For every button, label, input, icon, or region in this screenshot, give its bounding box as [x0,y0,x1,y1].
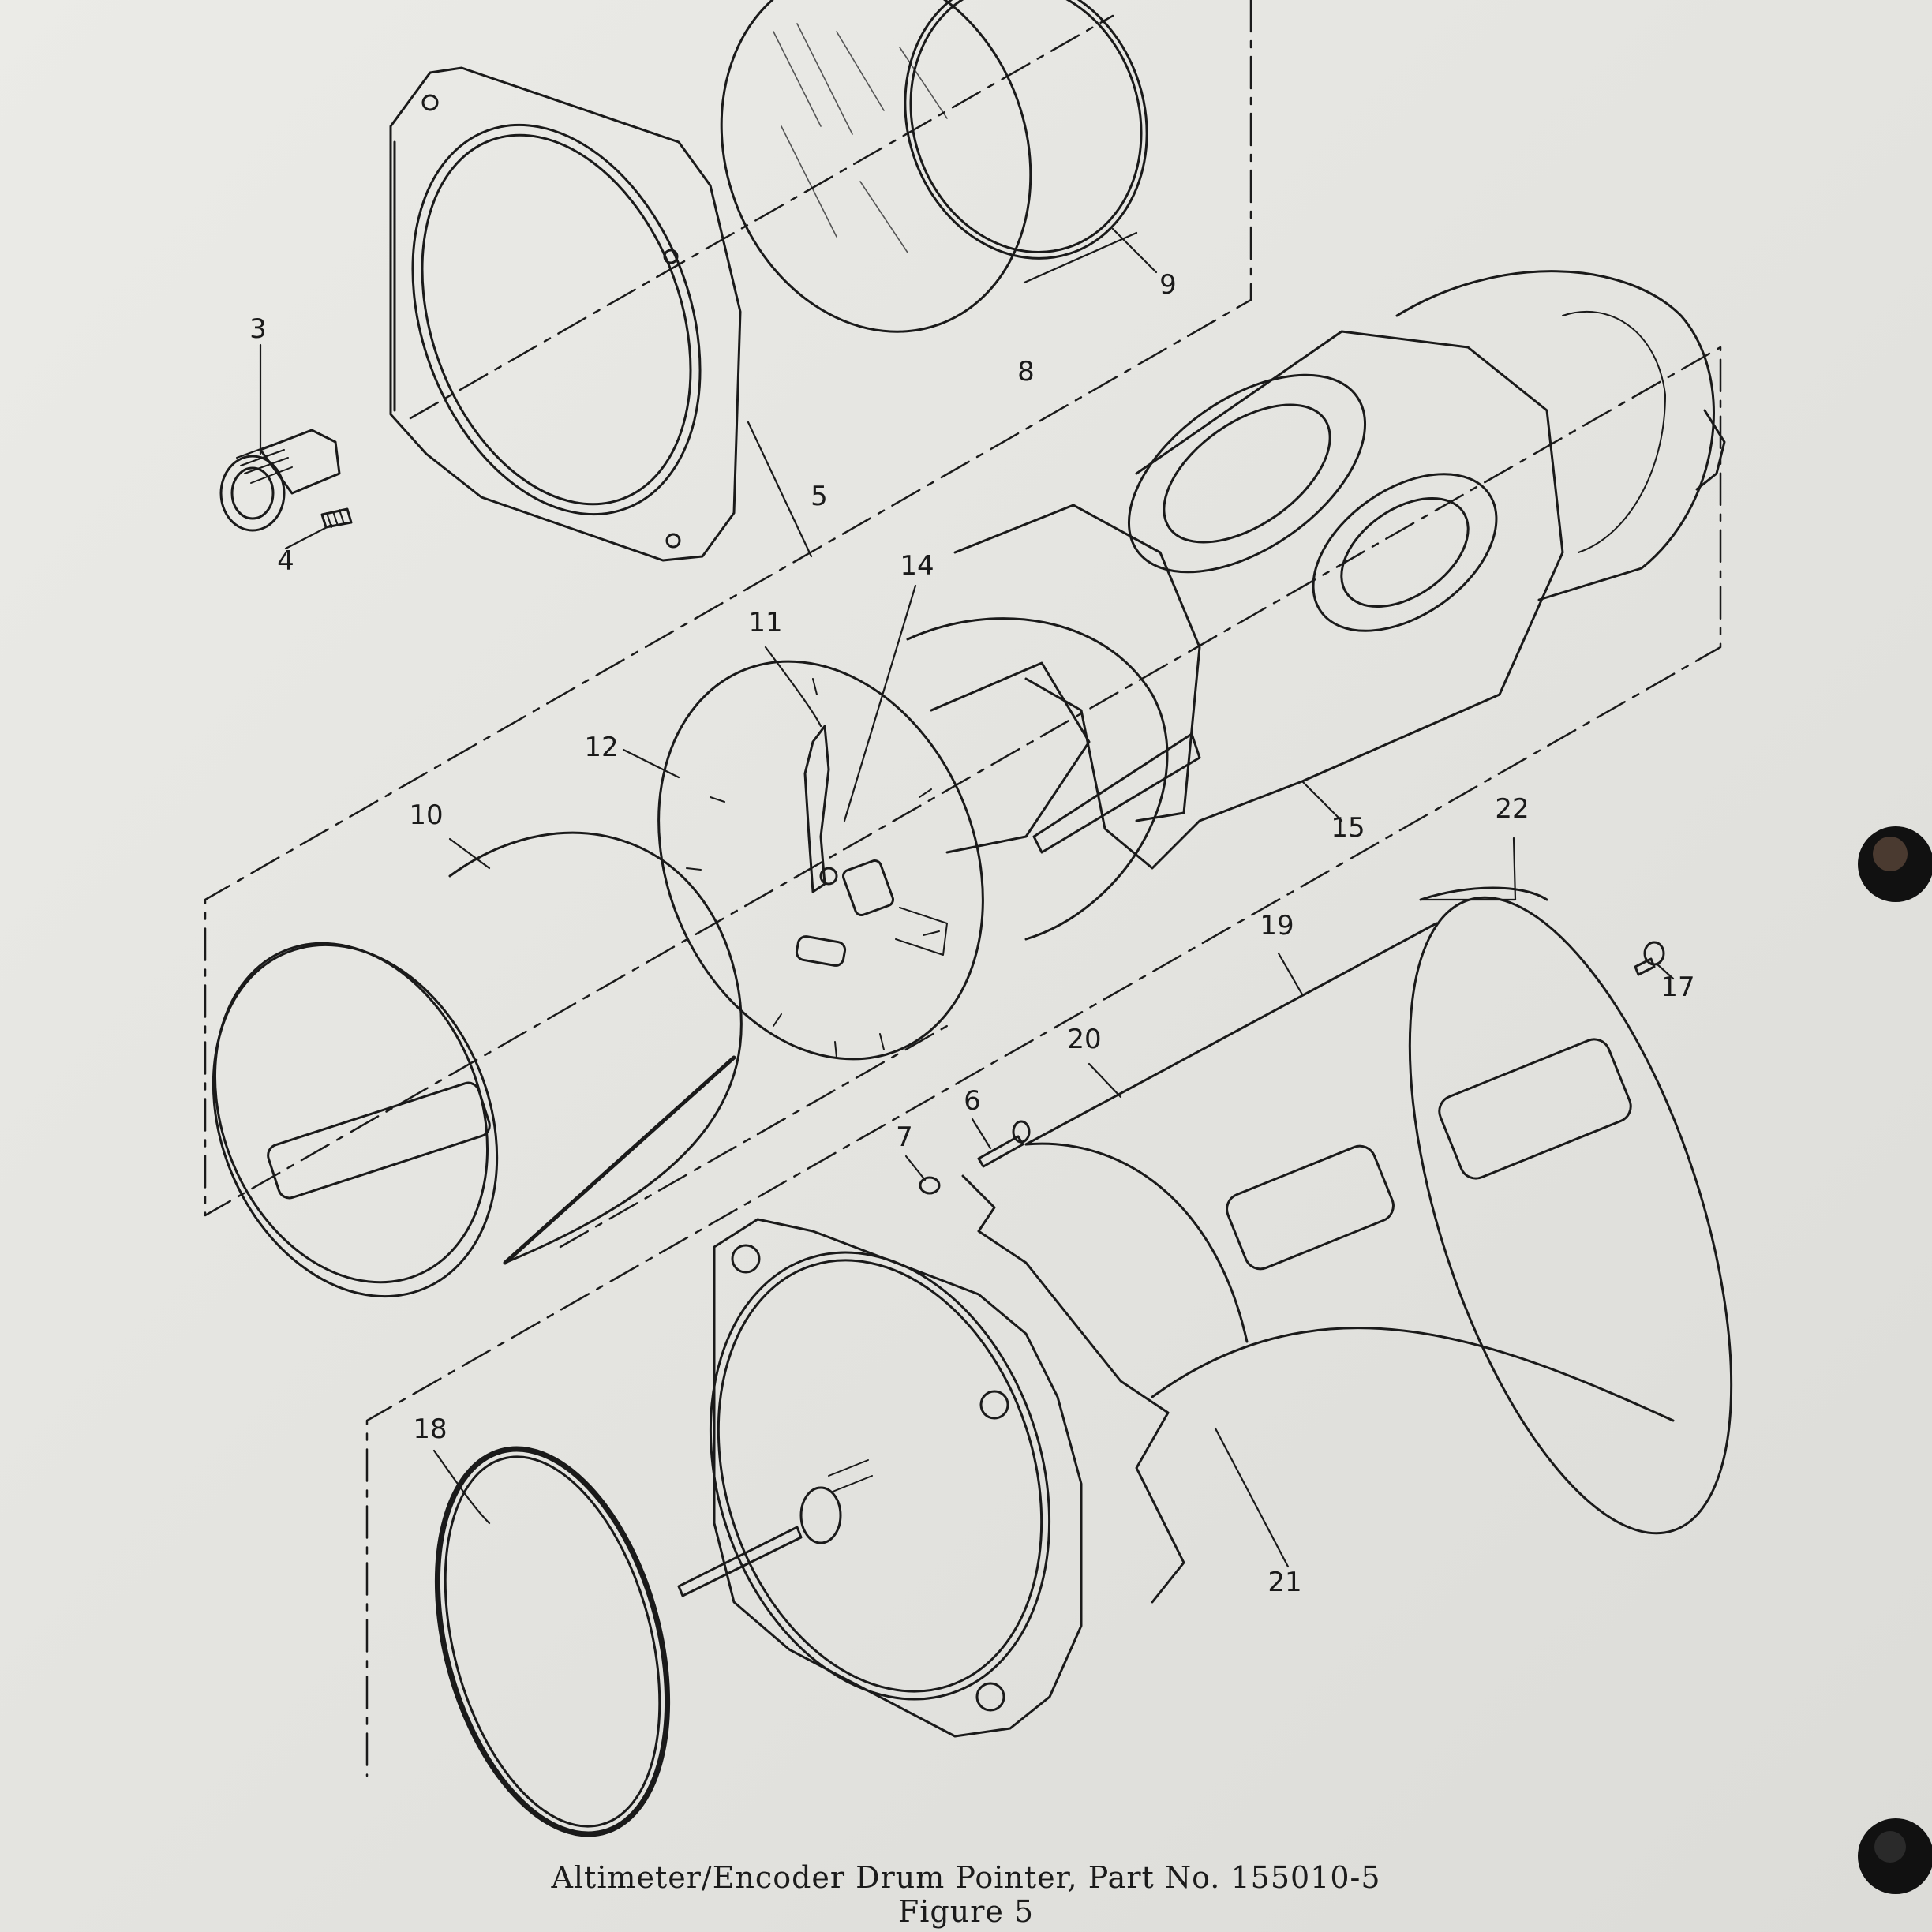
callout-3: 3 [249,313,267,345]
phantom-lines [204,0,1722,1777]
dial-disc [657,660,984,1061]
washer-7 [919,1176,941,1195]
o-ring [434,1446,671,1837]
callout-21: 21 [1267,1567,1301,1598]
screw-6 [977,1120,1031,1168]
callout-labels: 3 4 5 8 9 11 12 14 10 15 22 19 17 20 6 7… [249,269,1694,1598]
callout-22: 22 [1495,793,1529,825]
callout-6: 6 [964,1085,981,1117]
callout-11: 11 [748,607,782,638]
callout-19: 19 [1260,910,1294,942]
callout-10: 10 [409,799,443,831]
callout-5: 5 [811,481,828,512]
callout-20: 20 [1067,1024,1101,1055]
callout-17: 17 [1661,972,1694,1003]
bezel-frame [389,66,742,562]
callout-18: 18 [413,1413,447,1445]
binder-holes [1858,826,1932,1894]
callout-7: 7 [896,1121,913,1153]
callout-4: 4 [277,545,294,577]
callout-9: 9 [1159,269,1177,301]
figure-number: Figure 5 [897,1894,1035,1929]
callout-12: 12 [584,732,618,763]
drum-cylinder [212,831,743,1298]
callout-14: 14 [900,550,934,582]
figure-title: Altimeter/Encoder Drum Pointer, Part No.… [551,1860,1381,1895]
leader-lines [259,227,1675,1568]
cover-glass [720,0,1032,333]
case-mounting-flange [677,1218,1083,1738]
screw-17 [1634,941,1665,976]
gasket-ring [904,0,1148,260]
set-screw [320,507,353,529]
callout-15: 15 [1331,812,1365,844]
callout-8: 8 [1017,356,1035,388]
knob [219,429,341,532]
